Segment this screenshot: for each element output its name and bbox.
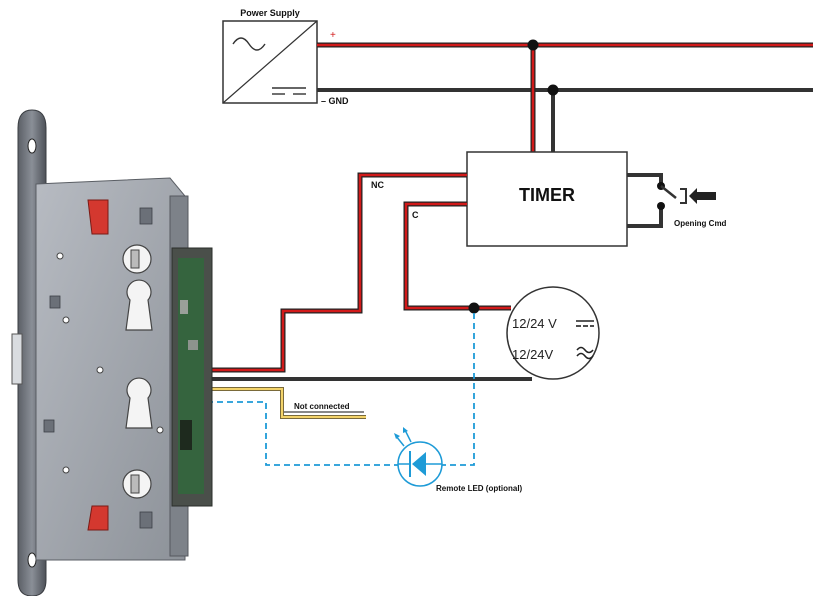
timer-box [466, 151, 628, 247]
dc-symbol-icon [576, 320, 594, 327]
not-connected-label: Not connected [294, 402, 350, 411]
pushbutton-switch-icon [627, 173, 716, 228]
mortise-lock-icon [11, 109, 213, 596]
c-wire [403, 201, 511, 311]
unused-wire [205, 387, 366, 419]
junction-dot [468, 302, 480, 314]
junction-dot [547, 84, 559, 96]
dc-symbol-icon [272, 87, 306, 95]
gnd-label: – GND [321, 96, 349, 106]
sine-wave-icon [232, 37, 266, 51]
voltage-source-circle [506, 286, 600, 380]
power-supply: Power Supply + – GND [222, 8, 349, 106]
dc-voltage-label: 12/24 V [512, 316, 557, 331]
remote-led-label: Remote LED (optional) [436, 484, 523, 493]
c-label: C [412, 210, 419, 220]
ac-tilde-icon [576, 346, 594, 360]
junction-dot [527, 39, 539, 51]
power-supply-divider [222, 20, 318, 104]
timer: TIMER [466, 151, 628, 247]
opening-cmd-label: Opening Cmd [674, 219, 727, 228]
led-wire [200, 313, 475, 466]
power-supply-title: Power Supply [240, 8, 300, 18]
nc-label: NC [371, 180, 384, 190]
ac-voltage-label: 12/24V [512, 347, 554, 362]
led-diode-icon [394, 427, 443, 487]
voltage-source: 12/24 V 12/24V [506, 286, 600, 380]
plus-label: + [330, 30, 336, 41]
timer-title: TIMER [519, 185, 575, 205]
nc-wire [210, 172, 467, 373]
